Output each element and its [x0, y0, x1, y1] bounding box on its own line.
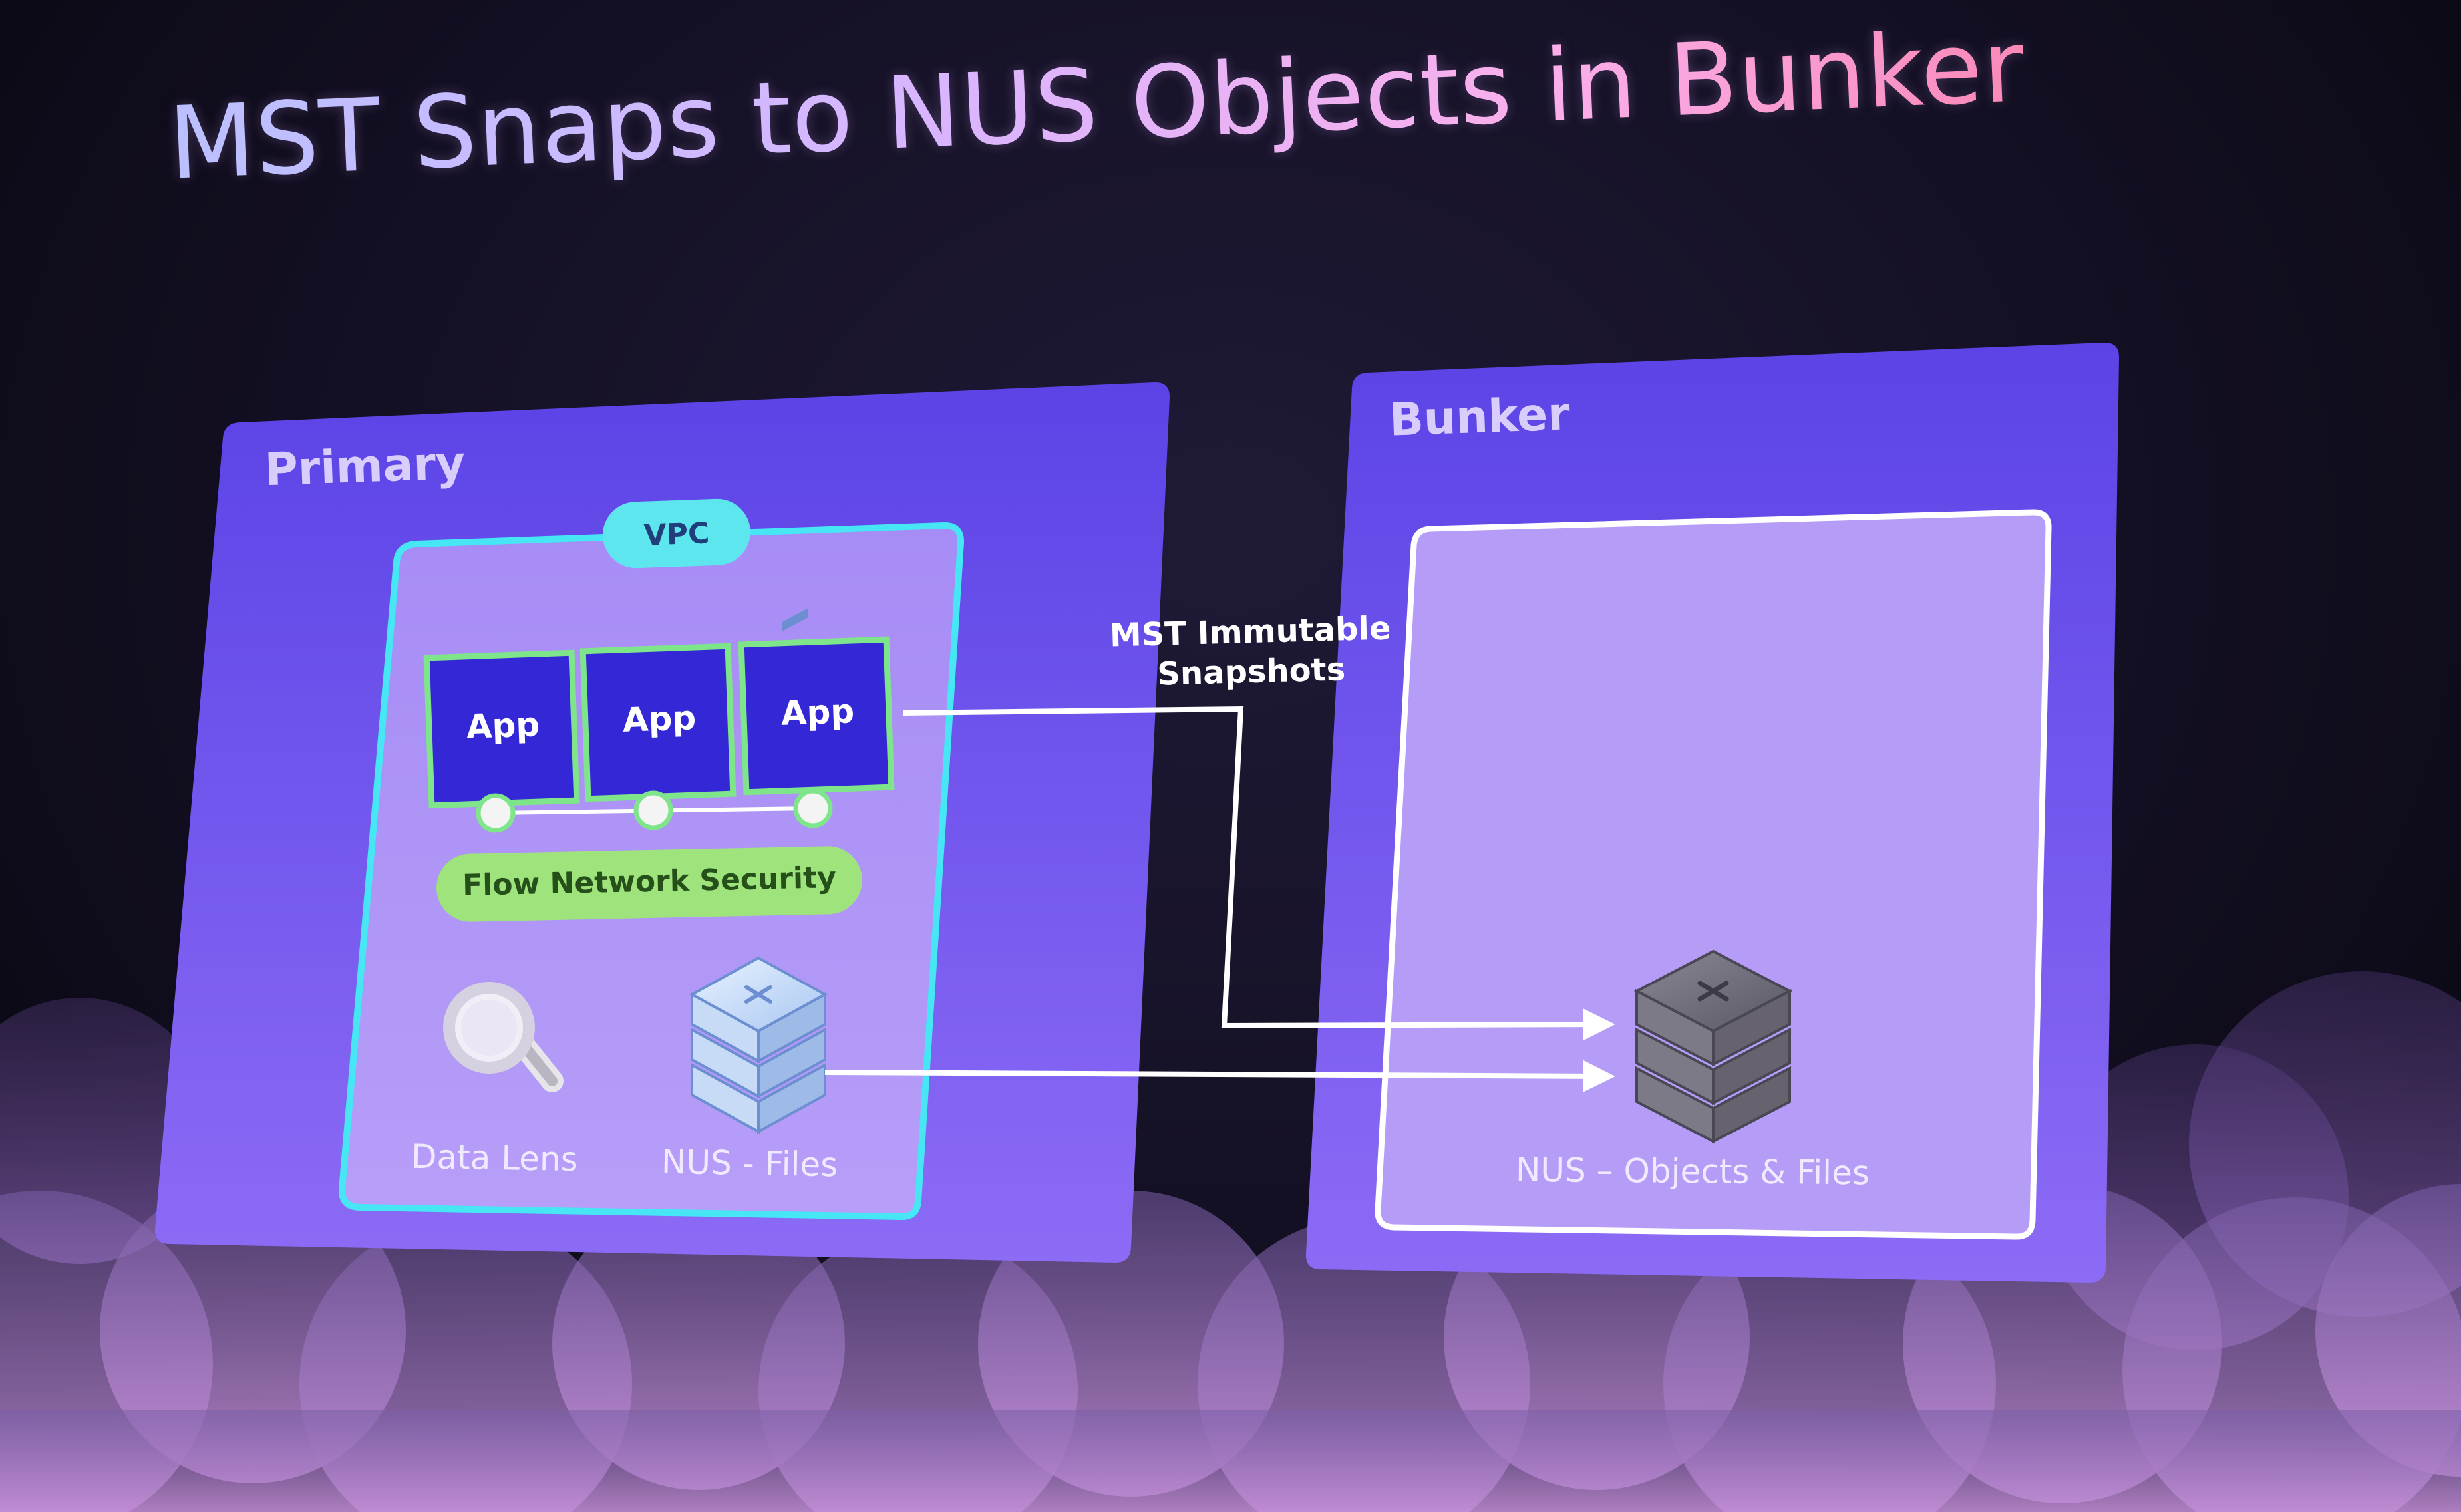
- nus-files-label: NUS - Files: [661, 1142, 838, 1185]
- files-arrow: [824, 1060, 1615, 1092]
- app-label-3: App: [780, 692, 856, 733]
- vpc-pill: [603, 498, 750, 569]
- vpc-label: VPC: [643, 516, 711, 553]
- flow-network-security-pill: [436, 846, 862, 922]
- nus-objects-files-label: NUS – Objects & Files: [1515, 1150, 1870, 1193]
- app-node-3: [793, 788, 833, 828]
- magnifier-icon: [443, 982, 564, 1092]
- bunker-inner-container: [1375, 509, 2052, 1240]
- app-boxes: [423, 636, 895, 809]
- data-lens-label: Data Lens: [410, 1137, 579, 1179]
- primary-label: Primary: [263, 436, 466, 497]
- mst-immutable-snapshots-label: MST Immutable Snapshots: [1077, 607, 1425, 696]
- app-node-2: [633, 790, 673, 830]
- bunker-label: Bunker: [1388, 388, 1571, 447]
- snapshot-arrow: [903, 706, 1615, 1041]
- app-label-1: App: [465, 705, 541, 746]
- app-node-1: [476, 793, 516, 833]
- nus-objects-server-icon: [1633, 949, 1793, 1144]
- app-label-2: App: [621, 698, 697, 740]
- nus-files-server-icon: [689, 607, 828, 1134]
